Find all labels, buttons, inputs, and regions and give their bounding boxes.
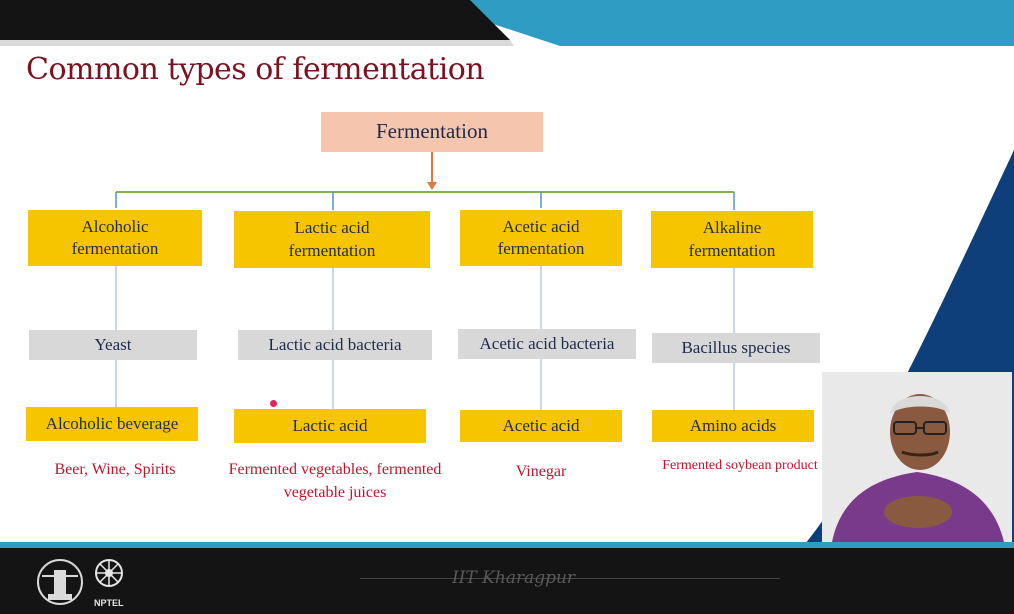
nptel-label: NPTEL [94,598,124,608]
root-node: Fermentation [321,112,543,152]
product-acetic-acid: Acetic acid [460,410,622,442]
organism-yeast: Yeast [29,330,197,360]
examples-alcoholic: Beer, Wine, Spirits [20,458,210,481]
presenter-image [822,372,1012,542]
iit-logo-icon [34,556,86,610]
product-lactic-acid: Lactic acid [234,409,426,443]
examples-alkaline: Fermented soybean product [660,456,820,476]
category-alcoholic: Alcoholic fermentation [28,210,202,266]
product-amino-acids: Amino acids [652,410,814,442]
examples-lactic: Fermented vegetables, fermented vegetabl… [222,458,448,504]
nptel-logo-icon [94,558,124,594]
category-acetic: Acetic acid fermentation [460,210,622,266]
pointer-dot [270,400,277,407]
institute-watermark: IIT Kharagpur [452,568,575,588]
organism-lactic-acid-bacteria: Lactic acid bacteria [238,330,432,360]
category-alkaline: Alkaline fermentation [651,211,813,268]
product-alcoholic-beverage: Alcoholic beverage [26,407,198,441]
bottom-band-highlight [0,542,1014,548]
presenter-video [822,372,1012,542]
organism-bacillus-species: Bacillus species [652,333,820,363]
examples-acetic: Vinegar [470,460,612,483]
category-lactic: Lactic acid fermentation [234,211,430,268]
organism-acetic-acid-bacteria: Acetic acid bacteria [458,329,636,359]
